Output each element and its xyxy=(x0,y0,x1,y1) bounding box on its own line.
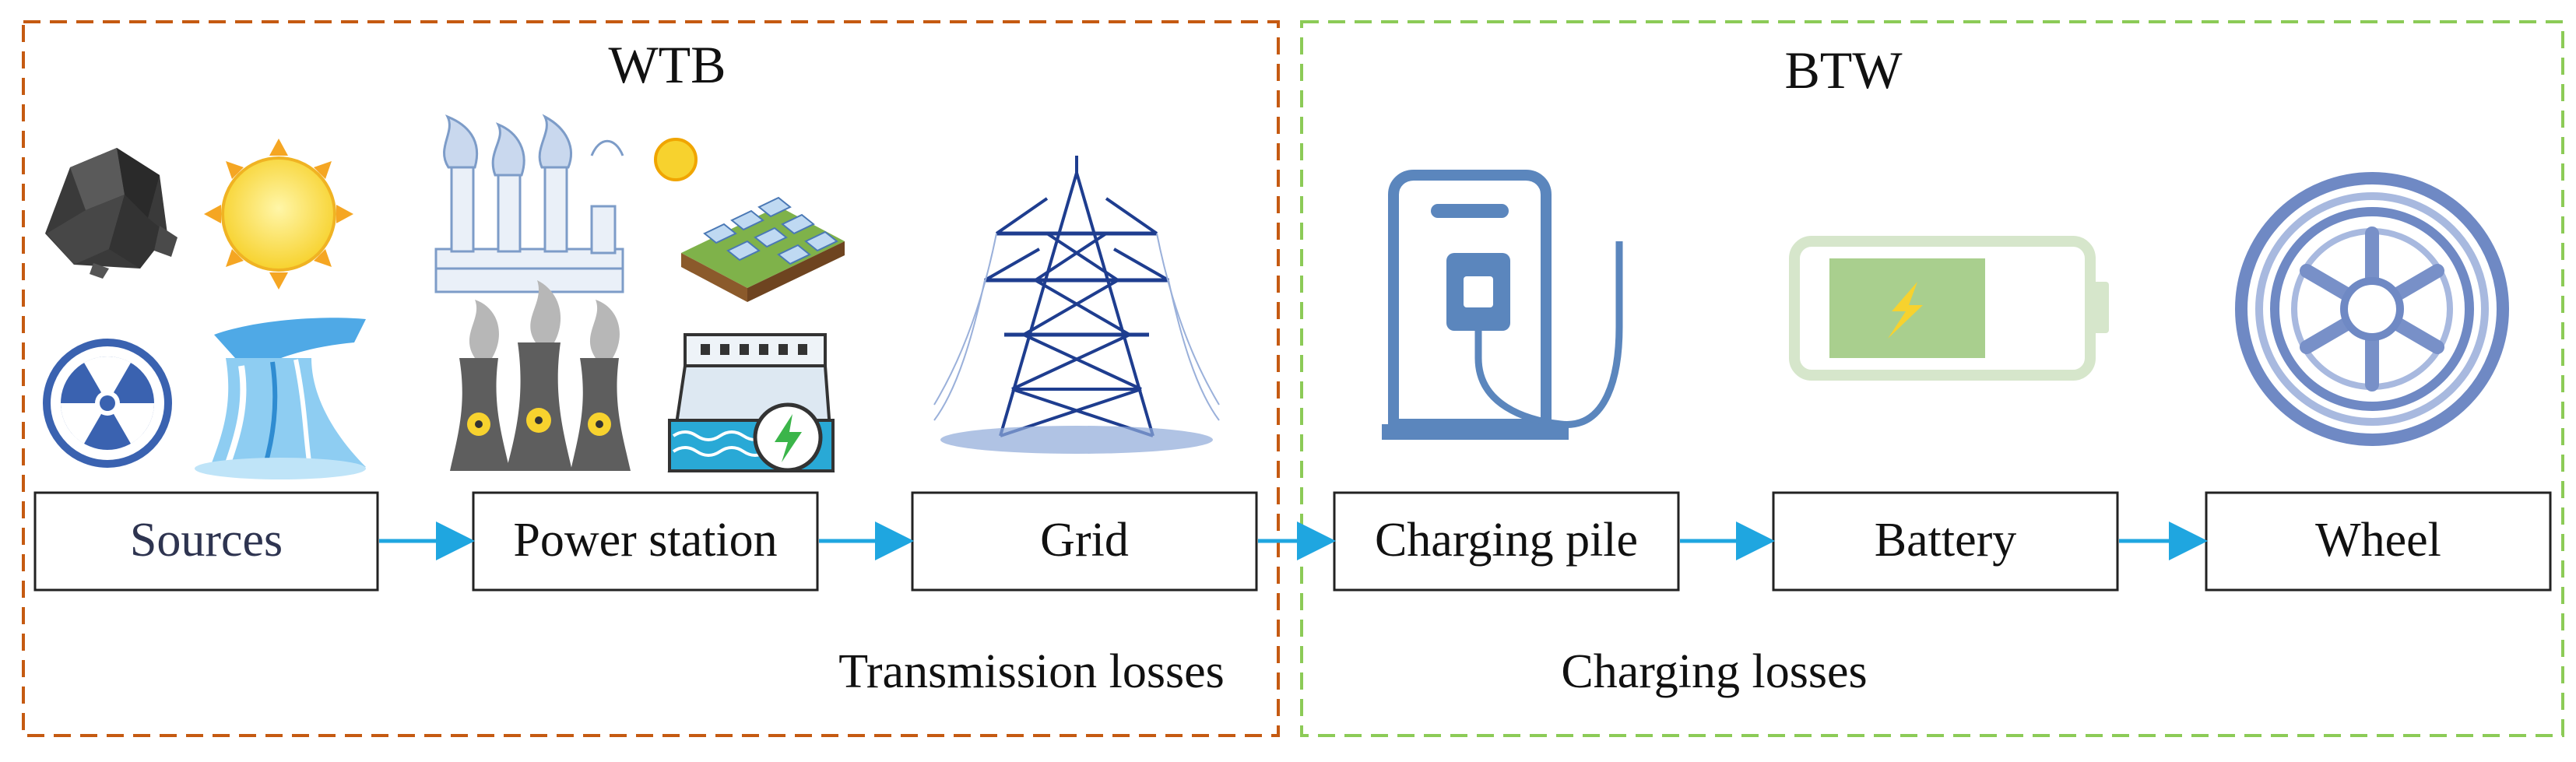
btw-section-title: BTW xyxy=(1784,40,1903,100)
tower-ground-icon xyxy=(940,426,1213,454)
solar-farm-icon xyxy=(654,138,845,302)
wtb-section-frame xyxy=(22,20,1280,737)
coal-icon xyxy=(45,148,177,279)
factory-icon xyxy=(434,114,624,293)
sources-box xyxy=(33,491,379,592)
cooling-tower-icon xyxy=(450,280,631,471)
waterfall-icon xyxy=(195,318,366,479)
grid-label: Grid xyxy=(1040,514,1129,567)
wheel-icon xyxy=(2235,172,2509,446)
wheel-label: Wheel xyxy=(2315,514,2441,567)
battery-box xyxy=(1772,491,2119,592)
battery-label: Battery xyxy=(1875,514,2017,567)
transmission-losses-note: Transmission losses xyxy=(838,645,1225,698)
transmission-tower-icon xyxy=(933,156,1220,437)
power-station-label: Power station xyxy=(513,514,777,567)
charging-losses-note: Charging losses xyxy=(1561,645,1867,698)
ev-charger-icon xyxy=(1382,170,1623,440)
charging-pile-label: Charging pile xyxy=(1375,514,1638,567)
sun-icon xyxy=(204,139,353,290)
battery-icon xyxy=(1789,236,2109,381)
btw-section-frame xyxy=(1300,20,2564,737)
nuclear-icon xyxy=(43,339,172,468)
wtb-section-title: WTB xyxy=(608,35,726,94)
sources-label: Sources xyxy=(130,514,283,567)
grid-box xyxy=(911,491,1258,592)
charging-pile-box xyxy=(1333,491,1680,592)
hydro-dam-icon xyxy=(667,333,835,472)
